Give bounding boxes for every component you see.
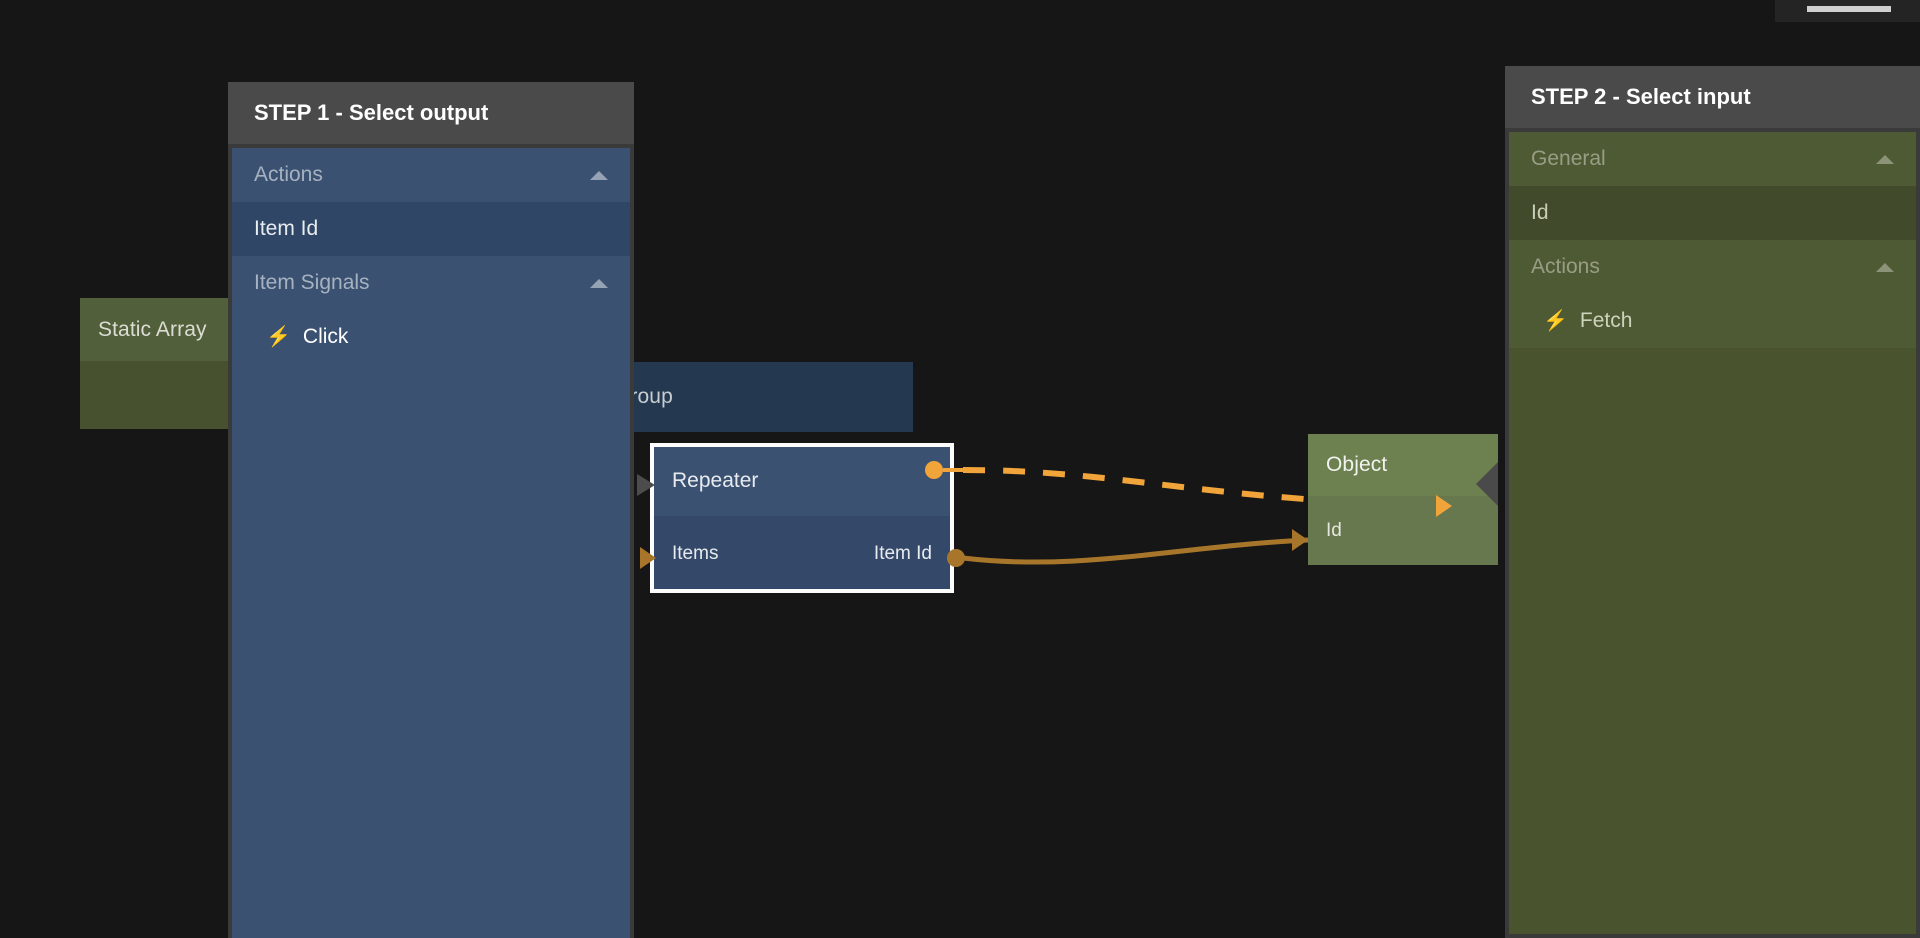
port-repeater-itemid-out[interactable] xyxy=(947,549,965,567)
step2-row-fetch-label-wrap: ⚡ Fetch xyxy=(1543,309,1632,333)
node-static-array-title: Static Array xyxy=(80,298,250,361)
step1-title: STEP 1 - Select output xyxy=(228,82,634,144)
step2-row-id-label: Id xyxy=(1531,201,1549,224)
step2-row-fetch[interactable]: ⚡ Fetch xyxy=(1509,294,1916,348)
node-group-title: Group xyxy=(596,362,913,432)
port-repeater-signal-out[interactable] xyxy=(925,461,943,479)
step1-row-click-label: Click xyxy=(302,325,349,348)
port-object-signal-in[interactable] xyxy=(1476,462,1498,506)
step2-list[interactable]: General Id Actions xyxy=(1509,132,1916,934)
step1-row-item-id-label-wrap: Item Id xyxy=(254,217,318,241)
chevron-up-icon[interactable] xyxy=(1876,154,1894,164)
step1-row-item-id-label: Item Id xyxy=(254,217,319,240)
node-repeater-input-label: Items xyxy=(672,542,719,564)
toolbar-sliver[interactable] xyxy=(1775,0,1920,22)
step2-title: STEP 2 - Select input xyxy=(1505,66,1920,128)
step2-row-actions-label: Actions xyxy=(1531,255,1600,278)
step1-row-actions[interactable]: Actions xyxy=(232,148,630,202)
step1-row-item-signals-label: Item Signals xyxy=(254,271,370,294)
step2-list-wrapper: General Id Actions xyxy=(1505,128,1920,938)
step1-row-click[interactable]: ⚡ Click xyxy=(232,310,630,364)
chevron-up-icon[interactable] xyxy=(590,278,608,288)
node-object-input-label: Id xyxy=(1326,519,1342,541)
port-repeater-items-in[interactable] xyxy=(640,547,656,569)
step1-row-item-id[interactable]: Item Id xyxy=(232,202,630,256)
step2-row-general[interactable]: General xyxy=(1509,132,1916,186)
port-object-id-in[interactable] xyxy=(1292,529,1308,551)
node-object[interactable]: Object Id xyxy=(1308,434,1498,565)
step2-panel[interactable]: STEP 2 - Select input General Id Actio xyxy=(1505,66,1920,938)
step1-panel[interactable]: STEP 1 - Select output Actions Item Id xyxy=(228,82,634,938)
port-repeater-signal-out-stub xyxy=(943,468,969,472)
step2-row-actions[interactable]: Actions xyxy=(1509,240,1916,294)
node-repeater-output-label: Item Id xyxy=(873,542,932,564)
node-object-port-row: Id xyxy=(1308,496,1498,565)
chevron-up-icon[interactable] xyxy=(590,170,608,180)
step2-row-fetch-label: Fetch xyxy=(1579,309,1633,332)
node-static-array[interactable]: Static Array xyxy=(80,298,250,429)
chevron-up-icon[interactable] xyxy=(1876,262,1894,272)
node-object-title: Object xyxy=(1308,434,1498,496)
node-repeater-title: Repeater xyxy=(654,447,950,515)
node-repeater-port-row: Items Item Id xyxy=(654,516,950,589)
step1-row-actions-label: Actions xyxy=(254,163,323,186)
node-group[interactable]: Group xyxy=(596,362,913,432)
node-repeater[interactable]: Repeater Items Item Id xyxy=(650,443,954,593)
step2-row-actions-label-wrap: Actions xyxy=(1531,255,1600,279)
step1-row-click-label-wrap: ⚡ Click xyxy=(266,325,348,349)
step2-row-general-label-wrap: General xyxy=(1531,147,1606,171)
step2-row-id-label-wrap: Id xyxy=(1531,201,1549,225)
step1-row-item-signals[interactable]: Item Signals xyxy=(232,256,630,310)
step2-row-general-label: General xyxy=(1531,147,1606,170)
node-static-array-body xyxy=(80,361,250,429)
arrowhead-signal-to-object xyxy=(1436,495,1452,517)
step1-row-actions-label-wrap: Actions xyxy=(254,163,323,187)
port-repeater-signal-in[interactable] xyxy=(637,474,655,496)
lightning-bolt-icon: ⚡ xyxy=(266,326,291,348)
step1-row-item-signals-label-wrap: Item Signals xyxy=(254,271,370,295)
step1-list-wrapper: Actions Item Id Item Signals xyxy=(228,144,634,938)
step1-list[interactable]: Actions Item Id Item Signals xyxy=(232,148,630,938)
hamburger-icon[interactable] xyxy=(1807,6,1891,12)
step2-row-id[interactable]: Id xyxy=(1509,186,1916,240)
lightning-bolt-icon: ⚡ xyxy=(1543,310,1568,332)
